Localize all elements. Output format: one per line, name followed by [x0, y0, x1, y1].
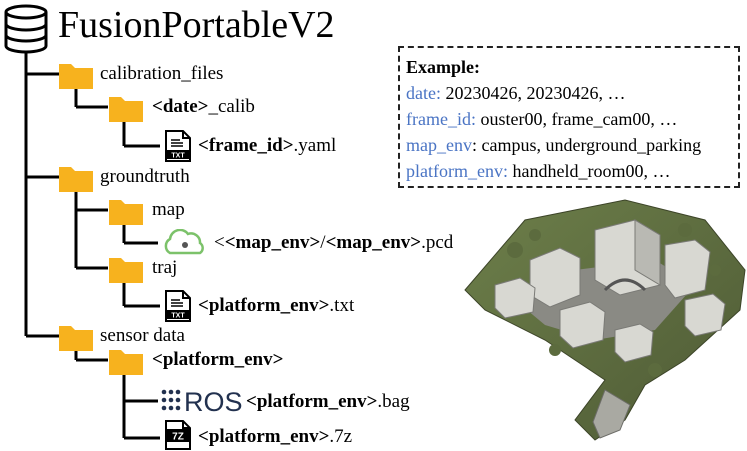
txt-file-icon: TXT — [165, 290, 191, 322]
yaml-file-label: <frame_id>.yaml — [198, 135, 337, 156]
zip-icon-label: 7Z — [172, 432, 184, 443]
ros-text: ROS — [184, 387, 242, 416]
example-row-frame-id: frame_id: ouster00, frame_cam00, … — [406, 109, 678, 129]
example-row-date: date: 20230426, 20230426, … — [406, 83, 626, 103]
example-title: Example: — [406, 57, 480, 77]
pcd-file-label: <<map_env>/<map_env>.pcd — [214, 232, 454, 253]
sensor-data-label: sensor data — [100, 325, 185, 346]
calibration-files-label: calibration_files — [100, 63, 224, 84]
map-folder-label: map — [152, 199, 185, 220]
example-row-platform-env: platform_env: handheld_room00, … — [406, 161, 671, 181]
example-row-map-env: map_env: campus, underground_parking — [406, 135, 702, 155]
groundtruth-label: groundtruth — [100, 166, 190, 187]
folder-icon — [109, 97, 143, 122]
folder-icon — [59, 326, 93, 351]
cloud-icon — [164, 229, 204, 255]
example-box: Example: date: 20230426, 20230426, … fra… — [398, 46, 740, 188]
folder-icon — [59, 167, 93, 192]
txt-file-icon: TXT — [165, 130, 191, 162]
ros-logo-icon: ROS — [161, 387, 242, 416]
zip-file-icon: 7Z — [165, 420, 191, 450]
folder-icon — [109, 200, 143, 225]
txt-icon-label: TXT — [171, 153, 185, 160]
dataset-title: FusionPortableV2 — [58, 4, 335, 46]
traj-folder-label: traj — [152, 257, 178, 278]
folder-icon — [109, 258, 143, 283]
bag-file-label: <platform_env>.bag — [246, 391, 410, 412]
campus-3d-map-image — [464, 199, 746, 441]
calib-folder-label: <date>_calib — [152, 96, 255, 117]
txt-icon-label: TXT — [171, 313, 185, 320]
traj-txt-file-label: <platform_env>.txt — [198, 295, 355, 316]
platform-env-folder-label: <platform_env> — [152, 349, 284, 370]
7z-file-label: <platform_env>.7z — [198, 426, 353, 447]
folder-icon — [109, 350, 143, 375]
folder-icon — [59, 64, 93, 89]
database-icon — [4, 4, 48, 54]
